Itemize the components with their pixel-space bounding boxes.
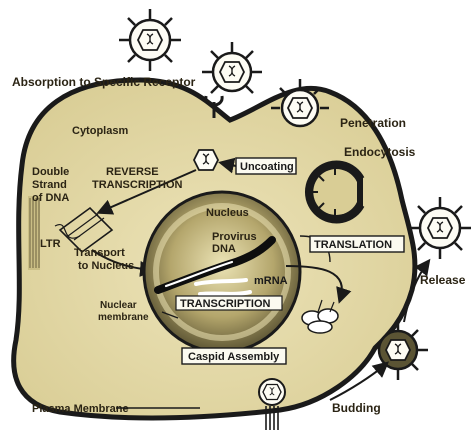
label-reverse-transcription-2: TRANSCRIPTION	[92, 179, 183, 191]
virion-budding	[377, 320, 428, 380]
label-cytoplasm: Cytoplasm	[72, 125, 128, 137]
virion-bound	[202, 42, 262, 94]
label-penetration: Penetration	[340, 116, 406, 130]
transcription-box	[175, 295, 283, 311]
label-reverse-transcription-1: REVERSE	[106, 166, 159, 178]
release-arrow	[403, 258, 431, 323]
nuclear-membrane-pointer	[161, 311, 179, 319]
uncoated-capsid	[193, 149, 219, 171]
caspid-assembly-box	[181, 347, 287, 365]
mrna-strands	[194, 278, 252, 296]
endocytosis-vesicle	[305, 160, 365, 224]
label-transport-2: to Nucleus	[78, 260, 134, 272]
uncoating-box	[235, 157, 297, 175]
double-strand-dna	[28, 196, 114, 270]
label-budding: Budding	[332, 401, 381, 415]
label-double-strand-1: Double	[32, 166, 69, 178]
label-nuclear-membrane-2: membrane	[98, 312, 149, 323]
provirus-dna-highlight	[164, 260, 234, 288]
nucleus	[142, 190, 302, 354]
budding-arrow	[329, 361, 390, 401]
label-nucleus: Nucleus	[206, 207, 249, 219]
label-provirus-2: DNA	[212, 243, 236, 255]
label-mrna: mRNA	[254, 275, 288, 287]
label-transport-1: Transport	[74, 247, 125, 259]
label-provirus-1: Provirus	[212, 231, 257, 243]
surface-receptor	[204, 95, 224, 118]
virion-penetrating	[271, 79, 329, 128]
ribosomes	[301, 299, 339, 334]
uncoating-arrow	[218, 157, 237, 174]
reverse-transcription-arrow	[96, 169, 197, 215]
label-release: Release	[420, 273, 466, 287]
virion-bottom	[258, 378, 286, 430]
virion-released	[409, 197, 471, 259]
label-plasma-membrane: Plasma Membrane	[32, 403, 129, 415]
label-endocytosis: Endocytosis	[344, 145, 416, 159]
label-caspid-assembly: Caspid Assembly	[188, 351, 280, 363]
label-uncoating: Uncoating	[240, 161, 294, 173]
label-transcription: TRANSCRIPTION	[180, 298, 271, 310]
virion-absorbing	[119, 9, 181, 71]
label-double-strand-3: of DNA	[32, 192, 69, 204]
translation-box	[309, 235, 405, 253]
label-absorption: Absorption to Specific Receptor	[12, 75, 196, 89]
translation-arrow	[285, 265, 352, 304]
label-double-strand-2: Strand	[32, 179, 67, 191]
label-translation: TRANSLATION	[314, 239, 392, 251]
label-ltr: LTR	[40, 238, 61, 250]
label-nuclear-membrane-1: Nuclear	[100, 300, 137, 311]
